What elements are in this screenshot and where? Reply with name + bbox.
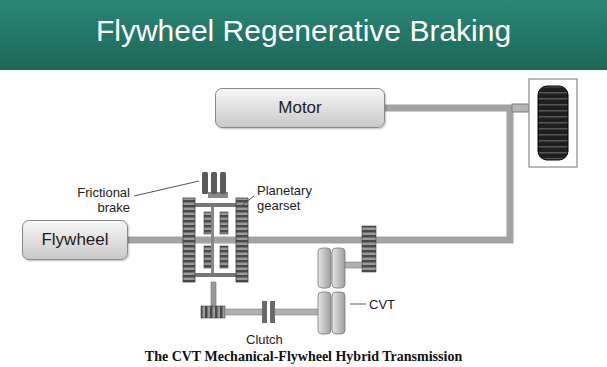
part-label: Planetary gearset xyxy=(257,183,337,213)
figure-caption: The CVT Mechanical-Flywheel Hybrid Trans… xyxy=(0,349,607,365)
part-label: CVT xyxy=(369,297,409,312)
title-text: Flywheel Regenerative Braking xyxy=(0,0,607,62)
component-name: Motor xyxy=(278,98,321,118)
part-label: Frictional brake xyxy=(58,185,130,215)
component-name: Flywheel xyxy=(41,230,108,250)
flywheel-box: Flywheel xyxy=(22,220,128,260)
part-label: Clutch xyxy=(246,332,306,347)
motor-box: Motor xyxy=(215,88,385,128)
